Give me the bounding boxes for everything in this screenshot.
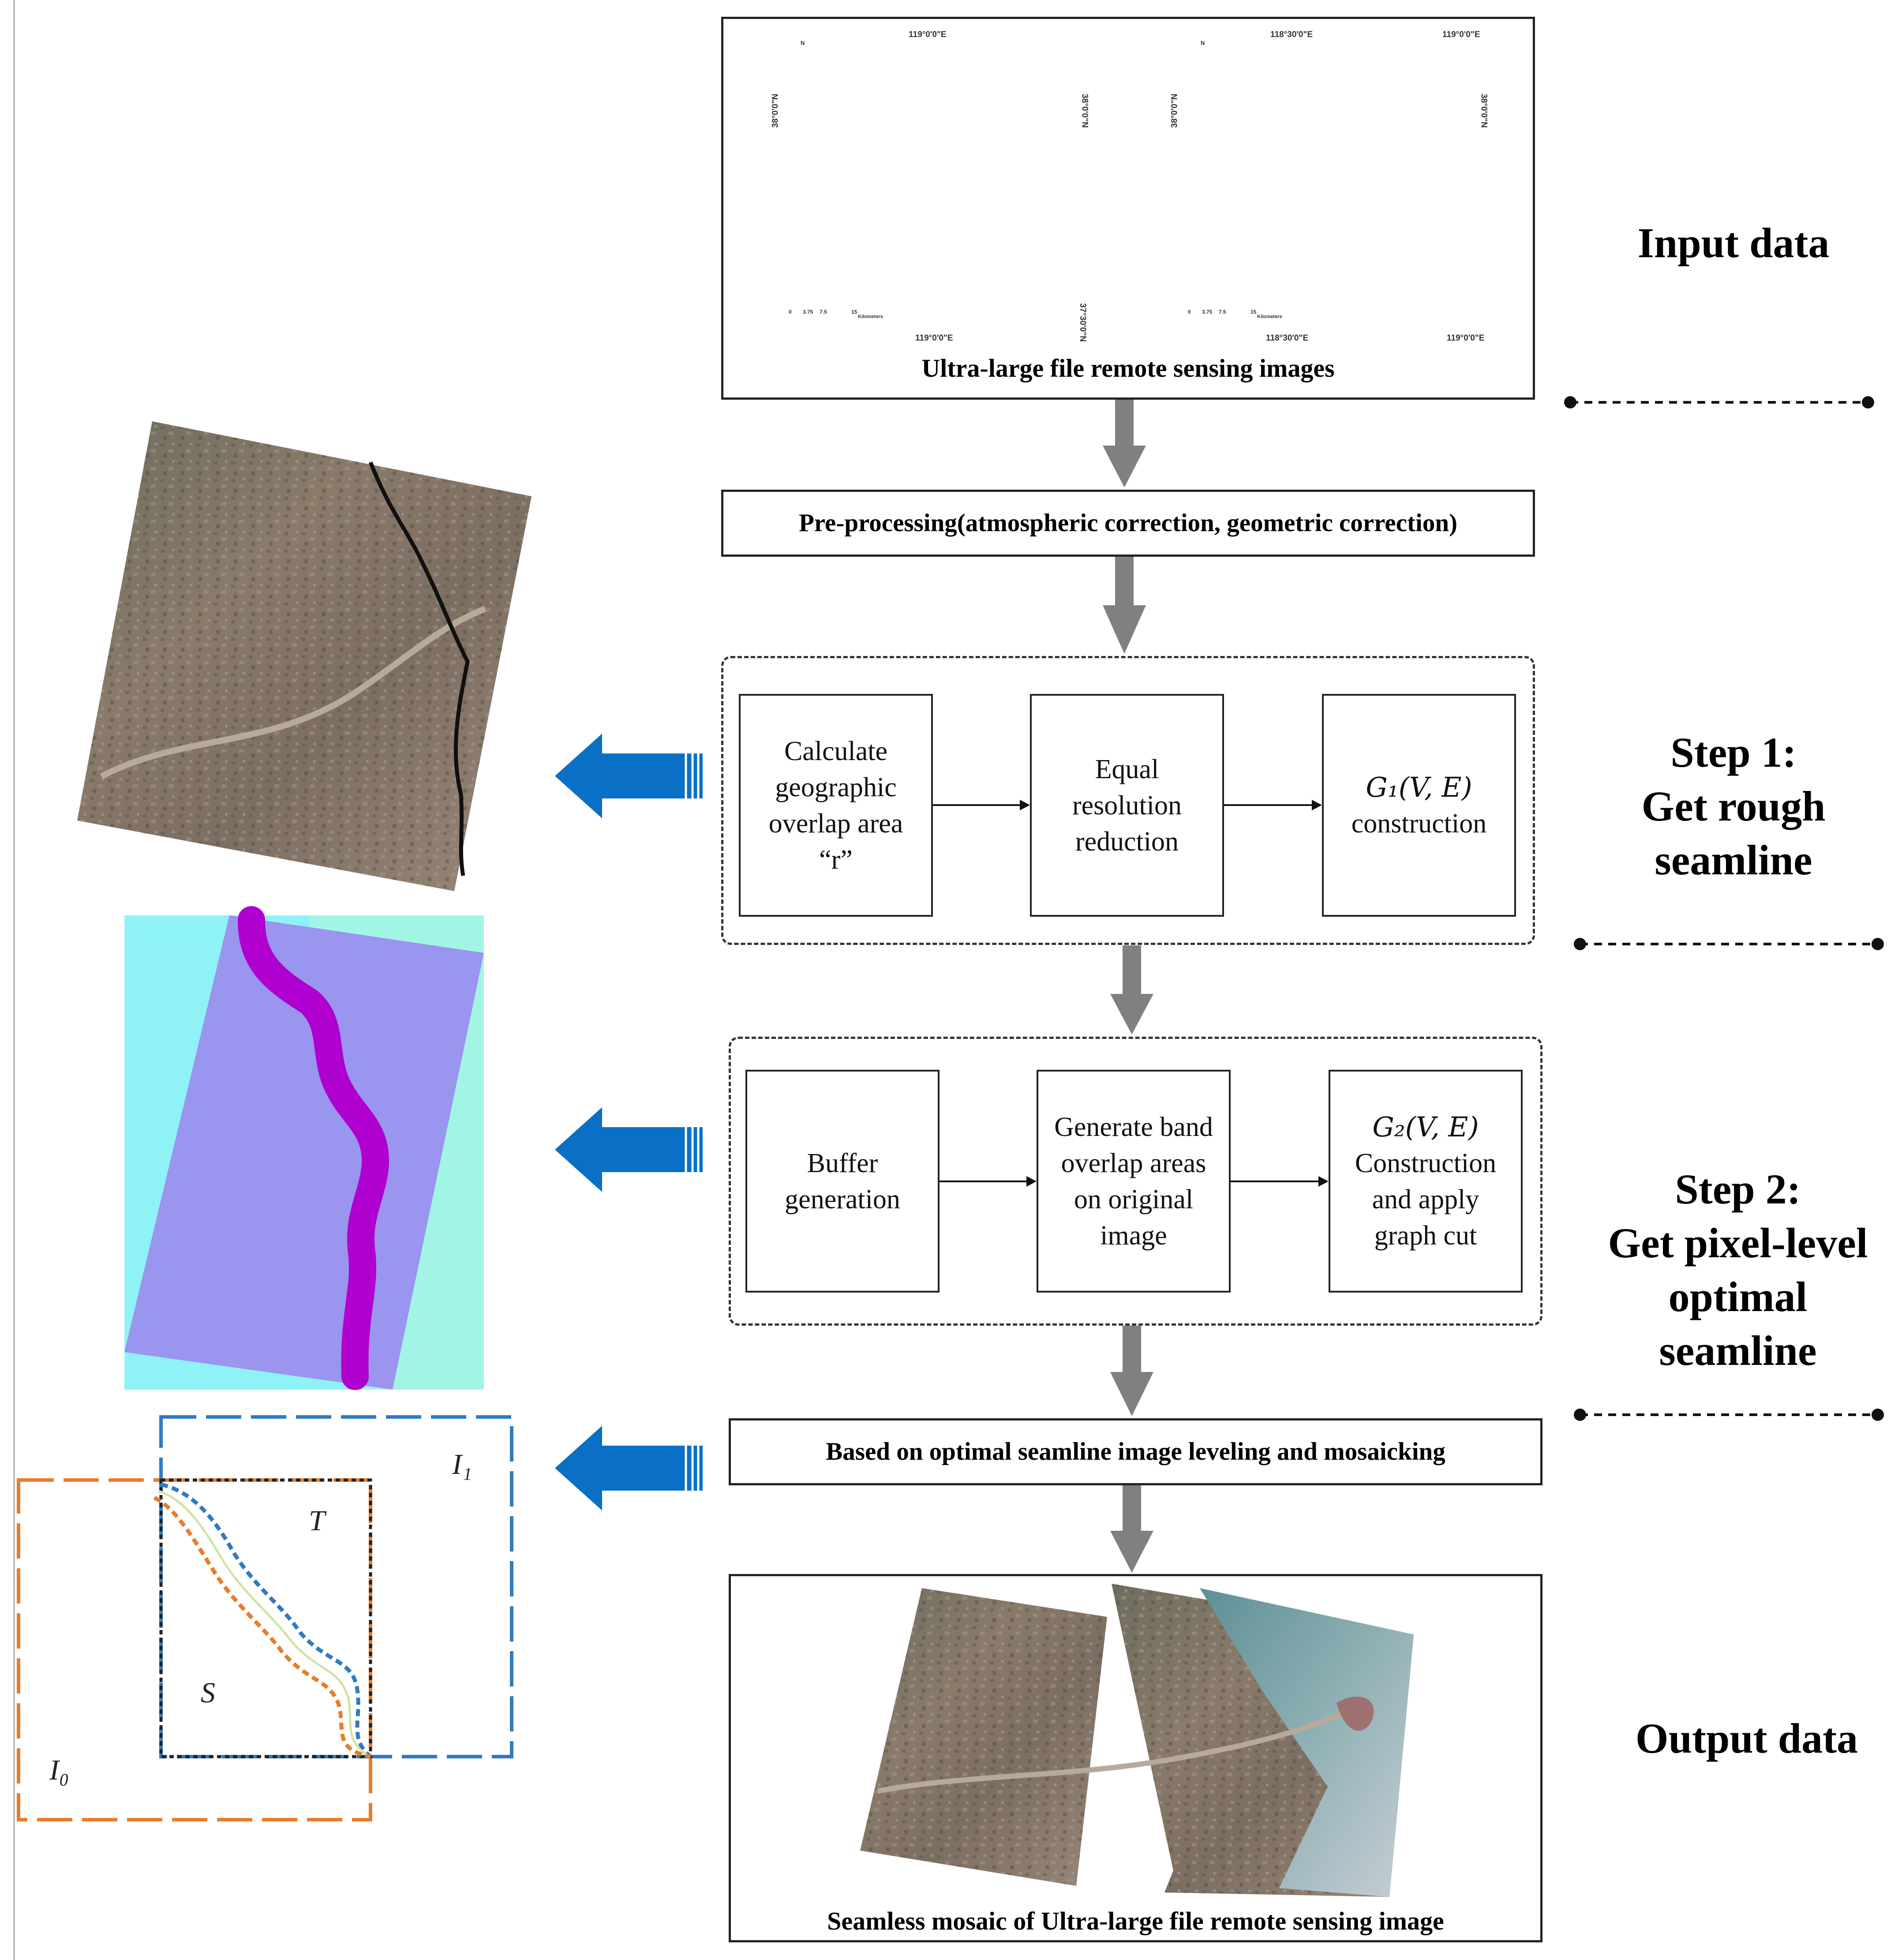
output-data-box xyxy=(729,1574,1542,1942)
separator-endpoints xyxy=(1564,396,1884,1421)
inner-arrows xyxy=(932,800,1329,1187)
stage-step2-title: Step 2: Get pixel-level optimal seamline xyxy=(1608,1166,1868,1374)
input-data-box xyxy=(721,17,1535,400)
preprocessing-box xyxy=(721,490,1535,557)
rough-seamline-image xyxy=(77,421,532,891)
calc-overlap-text: Calculate geographic overlap area “r” xyxy=(768,736,903,875)
right-map-scale-units: Kilometers xyxy=(1257,314,1282,319)
right-map-right-label: 38°0'0"N xyxy=(1479,94,1489,128)
band-overlap-text: Generate band overlap areas on original … xyxy=(1054,1112,1213,1251)
left-map-right-label: 38°0'0"N xyxy=(1080,94,1089,128)
rough-seamline xyxy=(368,461,470,876)
left-map-scale-tick-0: 0 xyxy=(789,309,792,315)
left-map-north-label: N xyxy=(801,40,805,46)
label-t: T xyxy=(309,1505,325,1537)
right-map-scale-tick-2: 7.5 xyxy=(1219,309,1226,315)
g2-text: Construction and apply graph cut xyxy=(1355,1148,1497,1251)
left-map-scale-tick-1: 3.75 xyxy=(803,309,813,315)
band-overlap-box: Generate band overlap areas on original … xyxy=(1037,1070,1231,1293)
left-map-left-label: 38°0'0"N xyxy=(771,94,780,128)
left-map-scale-tick-2: 7.5 xyxy=(820,309,827,315)
right-map-left-label: 38°0'0"N xyxy=(1170,94,1179,128)
right-map-top-label-2: 119°0'0"E xyxy=(1442,30,1480,39)
preprocessing-label: Pre-processing(atmospheric correction, g… xyxy=(798,509,1458,537)
stage-step1-title: Step 1: Get rough seamline xyxy=(1641,729,1826,884)
step1-container xyxy=(721,656,1535,945)
left-map-right-bottom-label: 37°30'0"N xyxy=(1078,303,1087,342)
right-map-bottom-label-2: 119°0'0"E xyxy=(1447,334,1485,343)
mosaic-label: Based on optimal seamline image leveling… xyxy=(826,1438,1445,1465)
mosaic-box xyxy=(729,1418,1542,1485)
equal-resolution-text: Equal resolution reduction xyxy=(1072,754,1182,857)
right-map-top-label-1: 118°30'0"E xyxy=(1270,30,1313,39)
right-map-north-label: N xyxy=(1201,40,1205,46)
left-map-scale-tick-3: 15 xyxy=(851,309,857,315)
label-i1: I₁ xyxy=(452,1448,472,1480)
g2-formula: G₂(V, E) xyxy=(1372,1110,1479,1143)
right-map-scale-tick-0: 0 xyxy=(1188,309,1191,315)
equal-resolution-box: Equal resolution reduction xyxy=(1030,694,1224,917)
right-map-scale-tick-1: 3.75 xyxy=(1202,309,1213,315)
output-caption: Seamless mosaic of Ultra-large file remo… xyxy=(827,1907,1444,1935)
flow-arrows xyxy=(1103,399,1153,1573)
stage-input-title: Input data xyxy=(1637,219,1830,266)
left-map-scale-units: Kilometers xyxy=(858,314,883,319)
output-mosaic-image xyxy=(860,1584,1414,1897)
step2-container xyxy=(729,1037,1542,1326)
stage-output-title: Output data xyxy=(1635,1715,1858,1762)
input-caption: Ultra-large file remote sensing images xyxy=(921,354,1335,382)
buffer-generation-text: Buffer generation xyxy=(785,1148,900,1214)
stage-separators xyxy=(1570,401,1878,1416)
seamline-overlap-diagram xyxy=(17,1415,513,1821)
left-map-top-label: 119°0'0"E xyxy=(909,30,947,39)
buffer-zone xyxy=(238,906,389,1390)
g1-construction-box: G₁(V, E) construction xyxy=(1322,694,1516,917)
calc-overlap-box: Calculate geographic overlap area “r” xyxy=(739,694,933,917)
g1-formula: G₁(V, E) xyxy=(1366,771,1472,803)
g1-text: construction xyxy=(1351,808,1487,839)
blue-arrow-stripes xyxy=(685,753,700,1491)
buffer-generation-box: Buffer generation xyxy=(745,1070,940,1293)
label-i0: I₀ xyxy=(49,1754,69,1786)
g2-graph-cut-box: G₂(V, E) Construction and apply graph cu… xyxy=(1329,1070,1523,1293)
right-map-scale-tick-3: 15 xyxy=(1250,309,1257,315)
label-s: S xyxy=(201,1677,215,1709)
buffer-overlap-illustration xyxy=(124,906,484,1390)
left-map-bottom-label: 119°0'0"E xyxy=(915,334,953,343)
right-map-bottom-label-1: 118°30'0"E xyxy=(1266,334,1309,343)
blue-arrows xyxy=(555,734,703,1510)
